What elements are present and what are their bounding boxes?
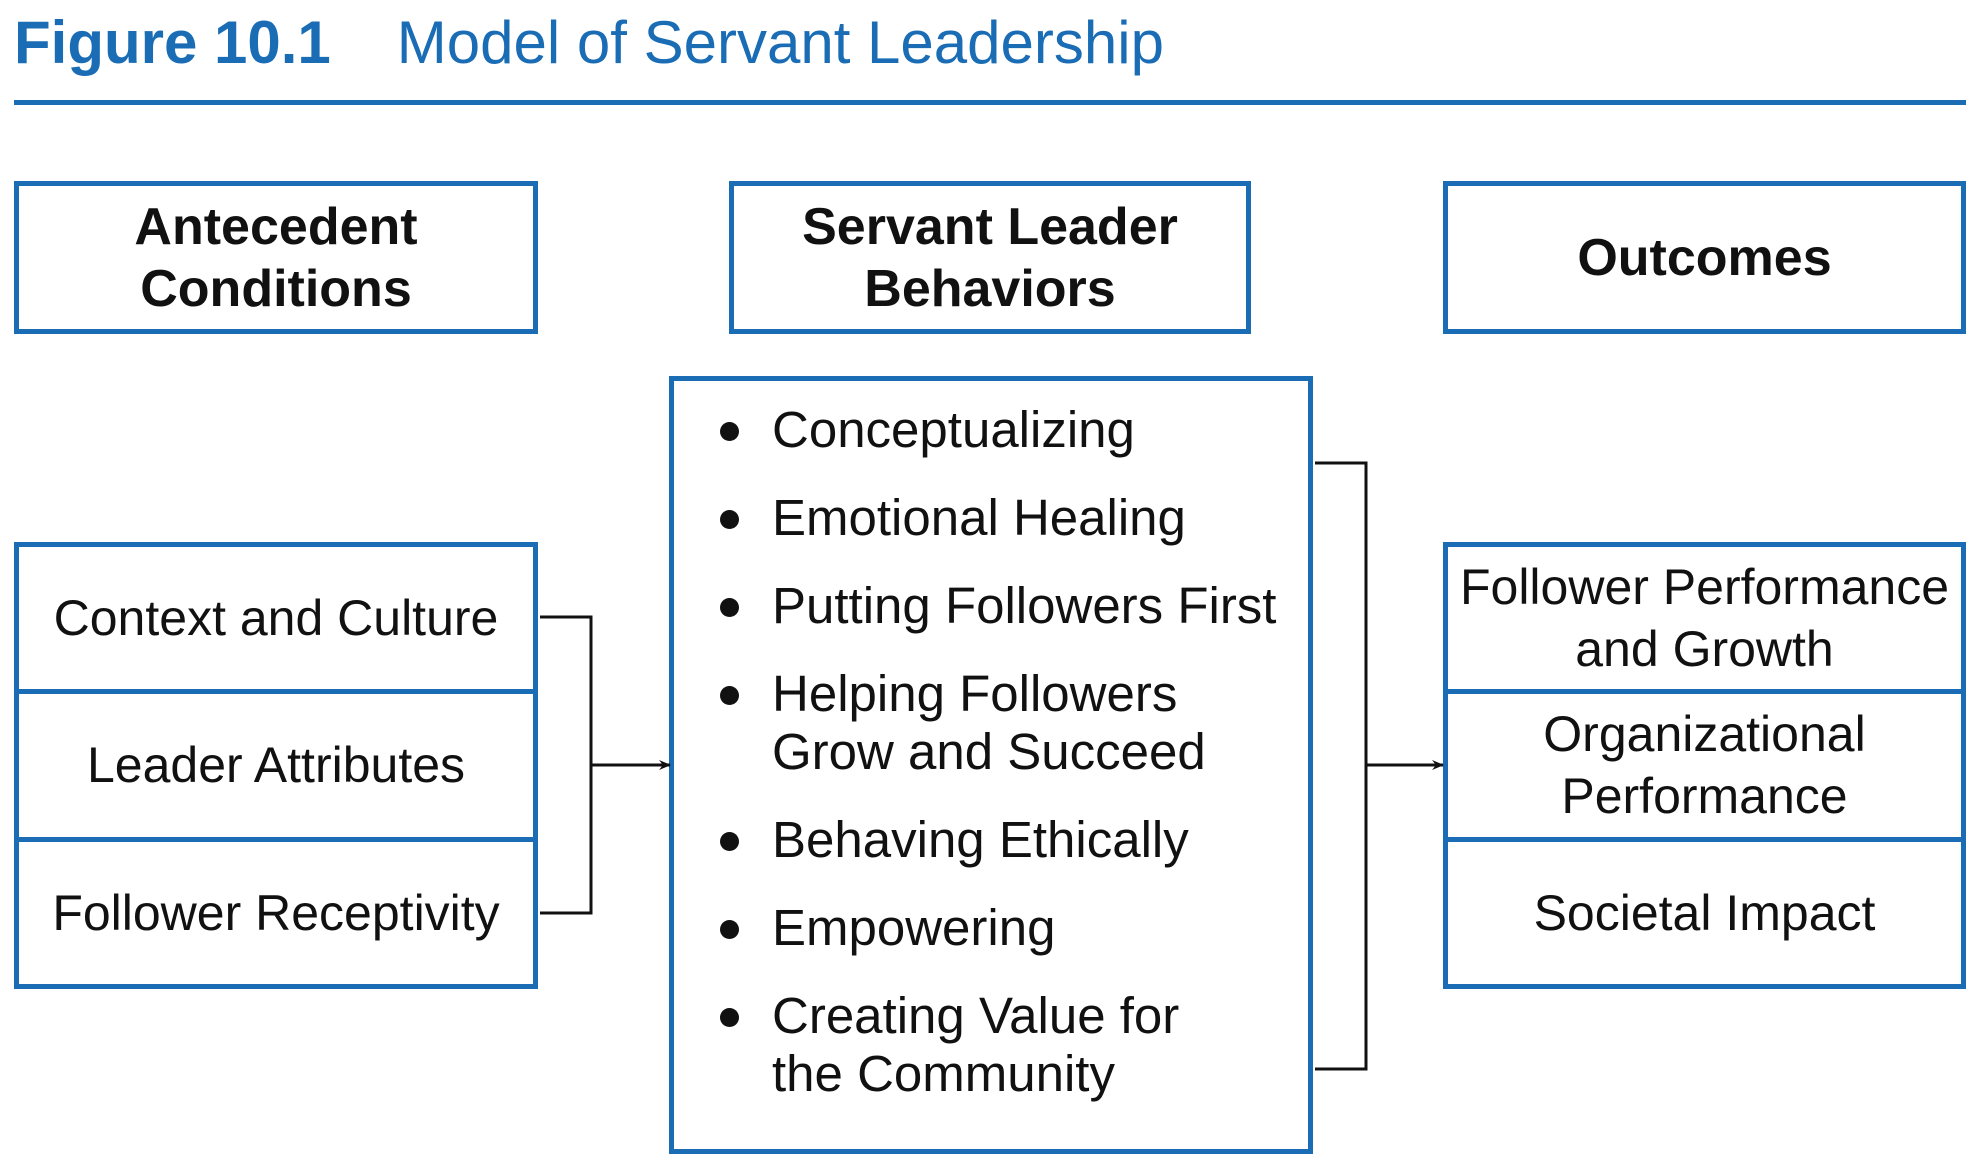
behavior-item: Emotional Healing [714,489,1298,547]
bullet-icon [720,832,739,851]
bullet-icon [720,920,739,939]
right-bracket-line [1315,461,1368,1071]
behavior-item: Empowering [714,899,1298,957]
figure-caption: Model of Servant Leadership [396,9,1164,76]
antecedent-leader-attributes: Leader Attributes [19,689,533,836]
outcome-societal-impact: Societal Impact [1448,836,1961,984]
figure-title: Figure 10.1 Model of Servant Leadership [14,4,1164,82]
title-rule [14,100,1966,105]
servant-leader-behaviors-box: Conceptualizing Emotional Healing Puttin… [669,376,1313,1154]
bullet-icon [720,598,739,617]
behavior-item: Putting Followers First [714,577,1298,635]
bullet-icon [720,686,739,705]
bullet-icon [720,1008,739,1027]
antecedent-context-and-culture: Context and Culture [53,590,499,647]
left-bracket-line [540,615,593,915]
outcomes-header: Outcomes [1443,181,1966,334]
outcomes-header-line-1: Outcomes [1577,228,1832,287]
behaviors-header-line-1: Servant Leader [802,197,1178,256]
antecedent-follower-receptivity: Follower Receptivity [19,836,533,984]
antecedent-conditions-header: Antecedent Conditions [14,181,538,334]
behavior-item: Behaving Ethically [714,811,1298,869]
behaviors-header-line-2: Behaviors [864,259,1116,318]
bullet-icon [720,422,739,441]
figure-number: Figure 10.1 [14,9,331,76]
servant-leader-behaviors-header: Servant Leader Behaviors [729,181,1251,334]
behaviors-list: Conceptualizing Emotional Healing Puttin… [714,401,1298,1103]
antecedent-header-line-1: Antecedent [134,197,418,256]
antecedent-conditions-box: Context and Culture Leader Attributes Fo… [14,542,538,989]
antecedent-header-line-2: Conditions [140,259,412,318]
behavior-item: Conceptualizing [714,401,1298,459]
bullet-icon [720,510,739,529]
